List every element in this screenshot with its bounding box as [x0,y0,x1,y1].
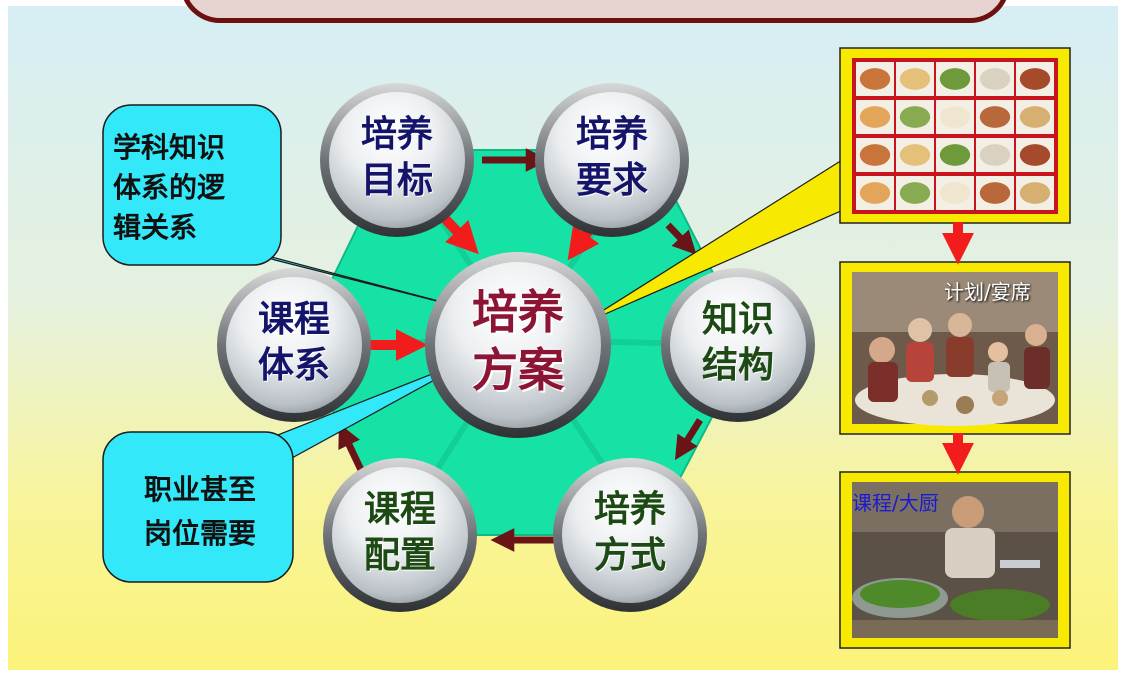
node-peiyang-yaoqiu [535,83,689,237]
food-dish [939,144,971,166]
food-dish [899,68,931,90]
career-callout-text: 职业甚至 岗位需要 [115,468,285,556]
food-dish [899,144,931,166]
node-label-line1: 培养 [593,489,666,530]
node-label-line2: 目标 [360,160,433,201]
food-dishes-image [852,58,1058,214]
center-node [425,252,611,438]
cycle-arrows [338,148,703,552]
food-dish [939,68,971,90]
callout-line: 学科知识 [113,131,226,164]
node-kecheng-tixi [217,268,371,422]
node-label-line1: 培养 [575,114,648,155]
food-dish [1019,68,1051,90]
chef-label: 课程/大厨 [852,491,939,515]
node-kecheng-peizhi [323,458,477,612]
career-callout-box [102,431,294,583]
food-dish [979,68,1011,90]
arrow-yaoqiu-to-jiegou [665,222,697,255]
callout-line: 职业甚至 [143,473,256,506]
family-banquet-image [852,272,1058,426]
node-label-line2: 配置 [363,535,436,576]
node-label-line1: 课程 [257,299,330,340]
node-label-line1: 培养 [360,114,433,155]
arrow-jiegou-to-fangshi [674,418,703,461]
chef-cutting-vegetables-image [852,482,1058,638]
food-dish [1019,144,1051,166]
center-label-line2: 方案 [472,343,564,397]
node-label-zhishi-jiegou: 知识 结构 [678,297,798,389]
callout-line: 辑关系 [113,211,198,244]
node-label-kecheng-peizhi: 课程 配置 [340,487,460,579]
food-dish [1019,182,1051,204]
node-label-kecheng-tixi: 课程 体系 [234,297,354,389]
food-dish [859,144,891,166]
center-label-line1: 培养 [472,285,564,339]
node-label-peiyang-mubiao: 培养 目标 [337,112,457,204]
node-label-line1: 课程 [363,489,436,530]
callout-line: 体系的逻 [113,171,226,204]
node-label-line2: 要求 [575,160,648,201]
food-dish [1019,106,1051,128]
node-label-line2: 结构 [701,345,774,386]
food-dish [899,106,931,128]
node-label-line1: 知识 [701,299,774,340]
node-label-peiyang-fangshi: 培养 方式 [570,487,690,579]
food-dish [859,106,891,128]
food-dish [939,106,971,128]
node-label-line2: 方式 [593,535,666,576]
knowledge-callout-text: 学科知识 体系的逻 辑关系 [113,128,273,248]
food-dish [859,68,891,90]
callout-line: 岗位需要 [143,517,256,550]
banquet-label: 计划/宴席 [944,280,1031,304]
food-dish [979,182,1011,204]
node-peiyang-mubiao [320,83,474,237]
food-dish [979,144,1011,166]
node-label-peiyang-yaoqiu: 培养 要求 [552,112,672,204]
food-dish [939,182,971,204]
food-dish [899,182,931,204]
knowledge-callout-box [102,104,282,266]
node-zhishi-jiegou [661,268,815,422]
arrow-peizhi-to-tixi [338,423,366,474]
center-node-label: 培养 方案 [440,283,596,399]
node-peiyang-fangshi [553,458,707,612]
food-dish [859,182,891,204]
food-dish [979,106,1011,128]
node-label-line2: 体系 [257,345,330,386]
